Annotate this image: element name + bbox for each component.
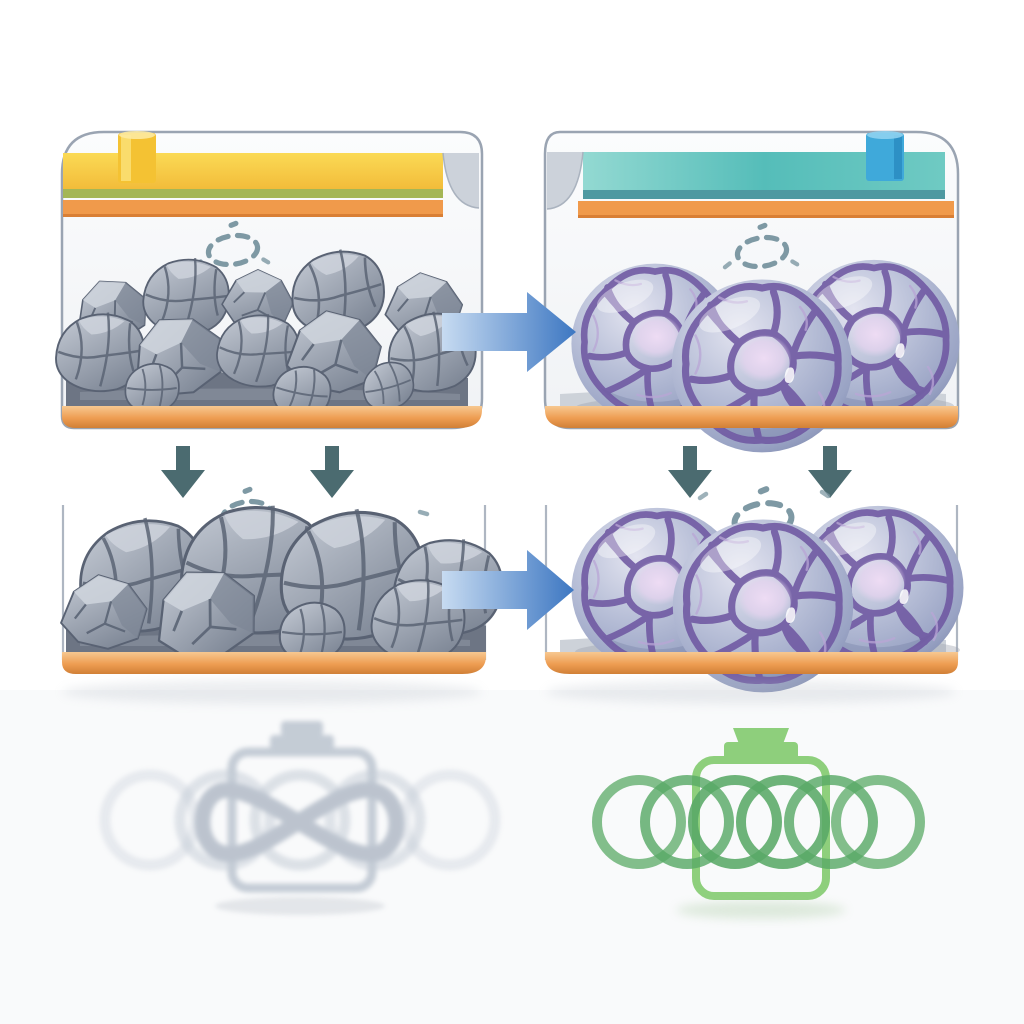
orange-shelf-rim bbox=[545, 652, 958, 674]
right-arrow-bottom bbox=[442, 550, 574, 630]
cycle-rings bbox=[592, 775, 925, 869]
orange-cap-edge bbox=[63, 214, 443, 217]
orange-cap-edge bbox=[578, 215, 954, 218]
green-separator-strip bbox=[63, 189, 443, 198]
tray-shadow bbox=[546, 680, 956, 704]
top-right-cell-panel bbox=[543, 130, 960, 452]
transform-arrows bbox=[442, 292, 576, 630]
orange-cap-bar bbox=[578, 201, 954, 218]
cap-curl-line bbox=[546, 151, 584, 210]
icon-shadow bbox=[676, 901, 846, 919]
blue-terminal-tab bbox=[866, 131, 904, 181]
green-battery-cycle-icon bbox=[592, 728, 925, 919]
cap-page-curl bbox=[443, 153, 479, 208]
yellow-terminal-tab bbox=[118, 131, 156, 183]
icon-shadow bbox=[215, 897, 385, 915]
cap-page-curl bbox=[547, 152, 583, 209]
top-left-cell-panel bbox=[53, 130, 484, 430]
cap-curl-line bbox=[442, 152, 480, 209]
orange-shelf-rim bbox=[62, 406, 482, 428]
battery-outline bbox=[227, 721, 377, 893]
lower-reflection-wash bbox=[0, 690, 1024, 1024]
tray-shadow bbox=[62, 680, 482, 704]
cycle-rings bbox=[99, 769, 501, 871]
right-arrow-top bbox=[442, 292, 576, 372]
bottom-left-tray bbox=[57, 489, 511, 704]
teal-separator-strip bbox=[583, 190, 945, 199]
faded-battery-cycle-icon bbox=[99, 721, 501, 915]
orange-shelf-rim bbox=[545, 406, 958, 428]
infinity-loop bbox=[194, 782, 405, 862]
orange-shelf-rim bbox=[62, 652, 486, 674]
orange-cap-bar bbox=[63, 200, 443, 217]
